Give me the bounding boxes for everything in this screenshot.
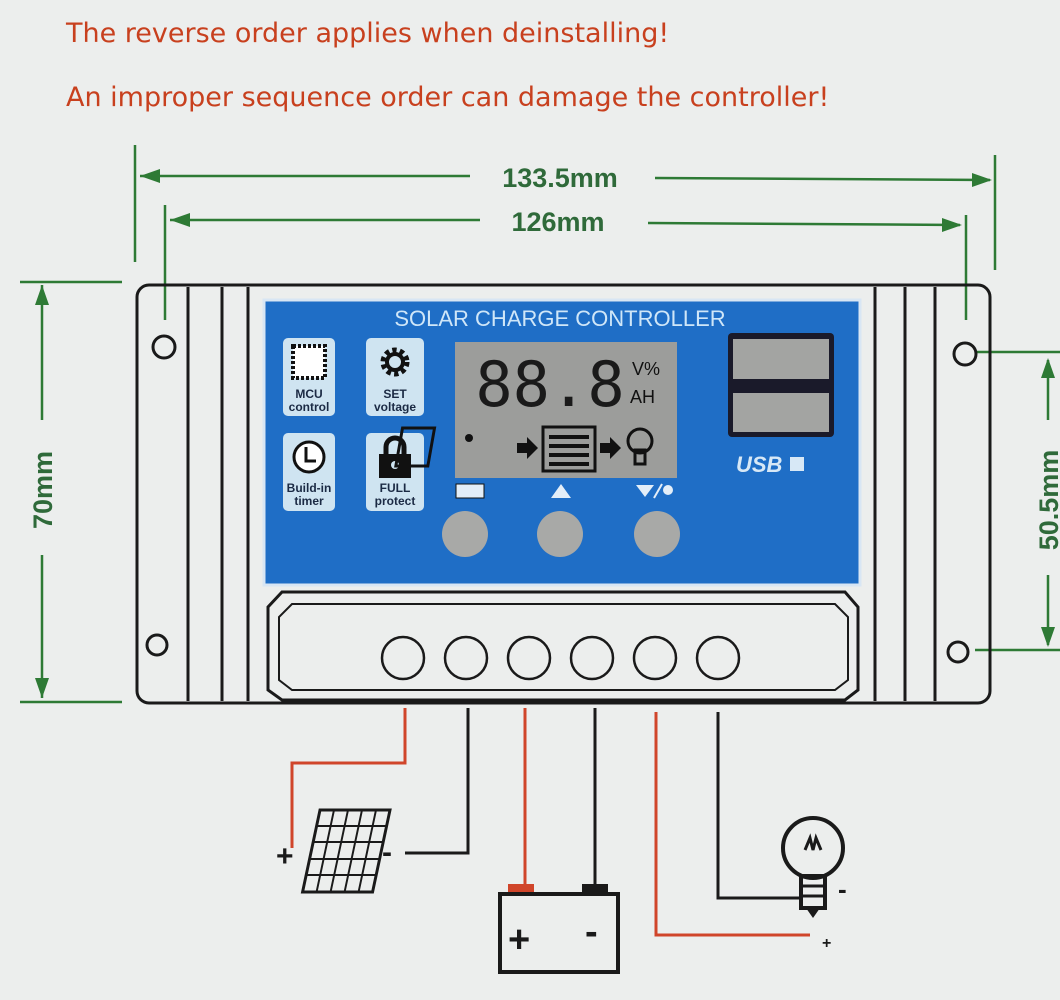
battery-icon	[541, 425, 597, 473]
battery-minus-sign: -	[585, 911, 598, 953]
terminal-screw	[569, 635, 615, 681]
terminal-screw	[695, 635, 741, 681]
arrow-icon	[600, 437, 621, 459]
chip-icon	[291, 344, 327, 380]
solar-plus-sign: +	[276, 840, 294, 873]
warning-deinstall: The reverse order applies when deinstall…	[65, 18, 669, 49]
dimension-hole-height: 50.5mm	[975, 350, 1060, 652]
sun-icon	[465, 434, 473, 442]
feature-full-protect: FULL protect	[366, 433, 424, 511]
load-minus-sign: -	[838, 874, 847, 904]
wiring	[290, 708, 810, 937]
bulb-icon	[626, 427, 654, 466]
terminal-screw	[632, 635, 678, 681]
lcd-display: 88.8 V% AH	[394, 342, 677, 478]
dimension-hole-width: 126mm	[163, 205, 968, 320]
hole-height-label: 50.5mm	[1034, 450, 1060, 551]
menu-button[interactable]	[442, 511, 488, 557]
mounting-hole	[946, 640, 970, 664]
terminal-screw	[380, 635, 426, 681]
feature-label: control	[289, 400, 330, 414]
gear-icon	[380, 347, 410, 377]
down-minus-light-icon	[636, 483, 673, 499]
front-panel: SOLAR CHARGE CONTROLLER MCU control SET …	[262, 298, 862, 587]
mounting-hole	[145, 633, 169, 657]
mounting-hole	[952, 341, 978, 367]
clock-icon	[292, 440, 326, 474]
terminal-block	[266, 590, 860, 702]
usb-plug-icon	[790, 457, 804, 471]
solar-negative-wire	[405, 708, 470, 855]
up-plus-icon	[551, 484, 571, 498]
panel-title: SOLAR CHARGE CONTROLLER	[394, 306, 725, 331]
load-negative-wire	[716, 712, 800, 900]
controller-body	[135, 283, 992, 705]
load-plus-sign: +	[822, 935, 831, 952]
feature-label: voltage	[374, 400, 416, 414]
feature-label: MCU	[295, 387, 322, 401]
feature-label: timer	[294, 494, 324, 508]
total-width-label: 133.5mm	[502, 163, 618, 193]
arrow-icon	[517, 437, 538, 459]
load-positive-wire	[654, 712, 810, 937]
feature-label: Build-in	[287, 481, 332, 495]
feature-set-voltage: SET voltage	[366, 338, 424, 416]
dimension-height: 70mm	[20, 280, 122, 704]
down-button[interactable]	[634, 511, 680, 557]
terminal-screw	[506, 635, 552, 681]
light-bulb-load: - +	[781, 816, 847, 952]
solar-panel: + -	[276, 808, 392, 894]
usb-port[interactable]	[728, 333, 834, 437]
up-button[interactable]	[537, 511, 583, 557]
lcd-unit-bottom: AH	[630, 387, 655, 407]
usb-label: USB	[736, 452, 783, 477]
mounting-hole	[151, 334, 177, 360]
terminal-screw	[443, 635, 489, 681]
height-label: 70mm	[28, 451, 58, 529]
feature-label: FULL	[380, 481, 411, 495]
solar-minus-sign: -	[382, 836, 392, 869]
battery: + -	[498, 884, 620, 974]
hole-width-label: 126mm	[511, 207, 604, 237]
feature-build-in-timer: Build-in timer	[283, 433, 335, 511]
menu-icon	[455, 483, 485, 499]
feature-label: SET	[383, 387, 407, 401]
dimension-total-width: 133.5mm	[133, 145, 997, 270]
solar-panel-icon	[394, 426, 437, 468]
solar-positive-wire	[290, 708, 407, 848]
battery-plus-sign: +	[508, 919, 530, 961]
warning-sequence: An improper sequence order can damage th…	[66, 82, 829, 113]
feature-label: protect	[375, 494, 416, 508]
lcd-unit-top: V%	[632, 359, 660, 379]
feature-mcu-control: MCU control	[283, 338, 335, 416]
lcd-digits: 88.8	[475, 348, 624, 421]
